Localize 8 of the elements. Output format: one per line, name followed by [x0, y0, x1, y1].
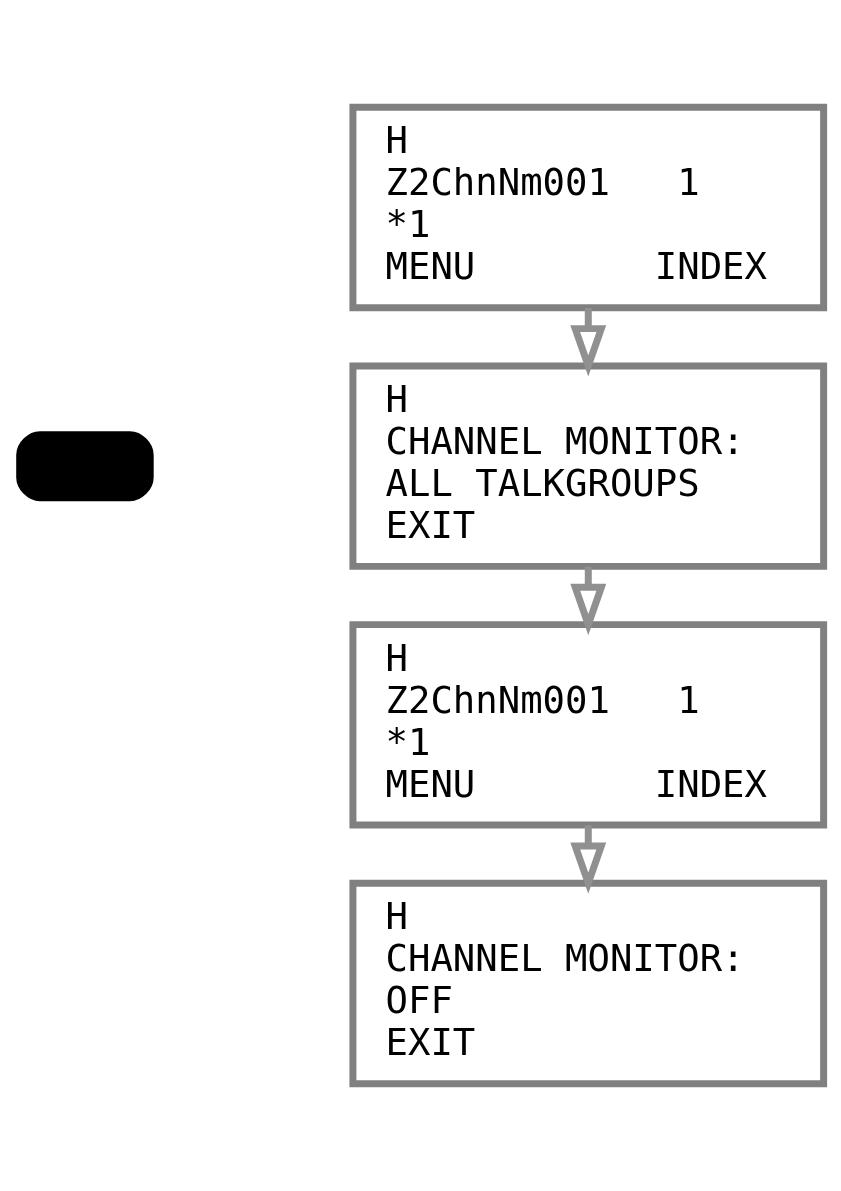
node-box: H Z2ChnNm001 1 *1 MENU INDEX	[349, 103, 828, 312]
arrow	[570, 308, 607, 377]
node-box	[16, 431, 154, 502]
node-box: H Z2ChnNm001 1 *1 MENU INDEX	[349, 621, 828, 829]
node-box: H CHANNEL MONITOR: ALL TALKGROUPS EXIT	[349, 362, 828, 570]
arrow	[570, 825, 607, 894]
arrow	[570, 566, 607, 636]
node-box: H CHANNEL MONITOR: OFF EXIT	[349, 879, 828, 1088]
